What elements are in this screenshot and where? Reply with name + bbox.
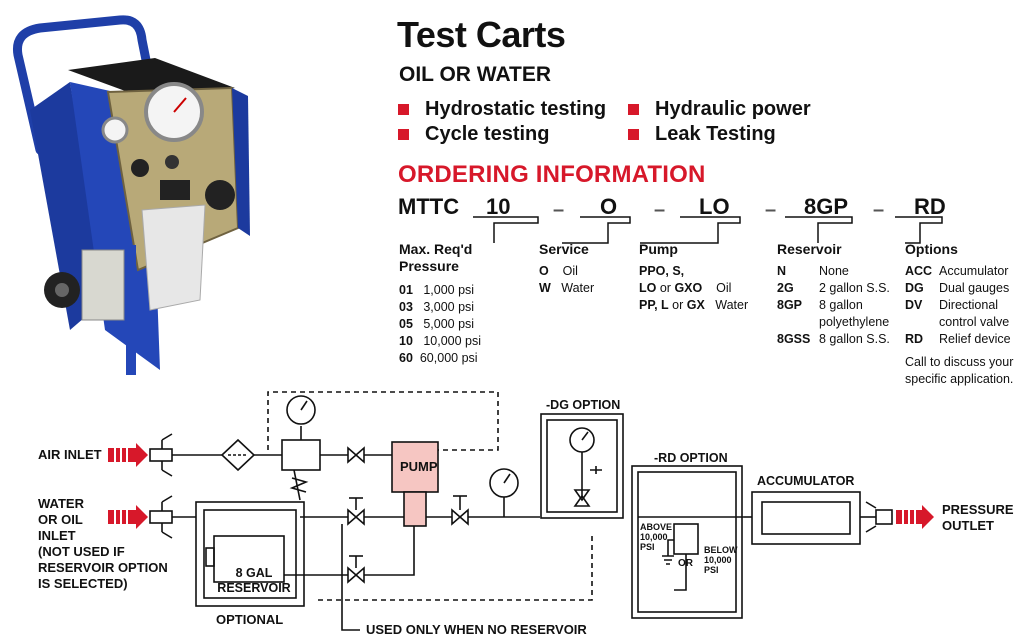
or-label: OR bbox=[678, 558, 693, 569]
list-item: 03 3,000 psi bbox=[399, 300, 475, 314]
rd-option-label: -RD OPTION bbox=[654, 451, 728, 465]
water-inlet-label: WATER OR OIL INLET (NOT USED IF RESERVOI… bbox=[38, 496, 168, 591]
optional-label: OPTIONAL bbox=[216, 612, 284, 627]
options-col-title: Options bbox=[905, 241, 958, 257]
bullet-square-icon bbox=[628, 129, 639, 140]
pressure-outlet-label: PRESSURE OUTLET bbox=[942, 502, 1014, 533]
list-item: polyethylene bbox=[819, 315, 890, 329]
service-list: O Oil W Water bbox=[539, 263, 594, 297]
pressure-col-title: Pressure bbox=[399, 258, 459, 274]
pressure-list: 01 1,000 psi 03 3,000 psi 05 5,000 psi 1… bbox=[399, 282, 481, 367]
list-item: W Water bbox=[539, 281, 595, 295]
air-inlet-label: AIR INLET bbox=[38, 447, 102, 462]
code-separator: – bbox=[654, 199, 666, 221]
feature-item: Hydraulic power bbox=[628, 98, 811, 121]
dg-option-label: -DG OPTION bbox=[546, 398, 621, 412]
pump-list: PPO, S, LO or GXO Oil PP, L or GX Water bbox=[639, 263, 748, 314]
page-title: Test Carts bbox=[397, 14, 566, 55]
test-cart-photo bbox=[0, 0, 262, 385]
page-subtitle: OIL OR WATER bbox=[399, 63, 552, 86]
bullet-square-icon bbox=[398, 129, 409, 140]
code-service: O bbox=[600, 194, 618, 219]
list-item: O Oil bbox=[539, 264, 578, 278]
above-label: ABOVE 10,000 PSI bbox=[640, 522, 673, 552]
list-item: 10 10,000 psi bbox=[399, 334, 482, 348]
code-reservoir: 8GP bbox=[804, 194, 849, 219]
list-item: LO or GXO Oil bbox=[639, 281, 732, 295]
reservoir-label: 8 GAL RESERVOIR bbox=[217, 566, 291, 595]
list-item: 01 1,000 psi bbox=[399, 283, 475, 297]
options-note: specific application. bbox=[905, 372, 1014, 386]
used-only-label: USED ONLY WHEN NO RESERVOIR bbox=[366, 622, 587, 637]
below-label: BELOW 10,000 PSI bbox=[704, 545, 738, 575]
bullet-square-icon bbox=[398, 104, 409, 115]
model-code: MTTC bbox=[398, 194, 460, 219]
service-col-title: Service bbox=[539, 241, 589, 257]
feature-item: Leak Testing bbox=[628, 123, 776, 146]
options-note: Call to discuss your bbox=[905, 355, 1014, 369]
code-separator: – bbox=[765, 199, 777, 221]
list-item: PP, L or GX Water bbox=[639, 298, 749, 312]
pump-label: PUMP bbox=[400, 459, 438, 474]
list-item: 05 5,000 psi bbox=[399, 317, 475, 331]
hydraulic-schematic bbox=[108, 391, 934, 631]
code-separator: – bbox=[553, 199, 565, 221]
code-separator: – bbox=[873, 199, 885, 221]
feature-item: Hydrostatic testing bbox=[398, 98, 606, 121]
code-options: RD bbox=[914, 194, 946, 219]
code-brackets bbox=[473, 216, 943, 244]
reservoir-col-title: Reservoir bbox=[777, 241, 842, 257]
feature-item: Cycle testing bbox=[398, 123, 549, 146]
list-item: 60 60,000 psi bbox=[399, 351, 478, 365]
bullet-square-icon bbox=[628, 104, 639, 115]
code-pump: LO bbox=[699, 194, 730, 219]
list-item: control valve bbox=[939, 315, 1010, 329]
pump-col-title: Pump bbox=[639, 241, 678, 257]
list-item: PPO, S, bbox=[639, 264, 685, 278]
pressure-col-title: Max. Req'd bbox=[399, 241, 473, 257]
code-pressure: 10 bbox=[486, 194, 511, 219]
accumulator-label: ACCUMULATOR bbox=[757, 474, 855, 488]
ordering-heading: ORDERING INFORMATION bbox=[398, 161, 706, 188]
